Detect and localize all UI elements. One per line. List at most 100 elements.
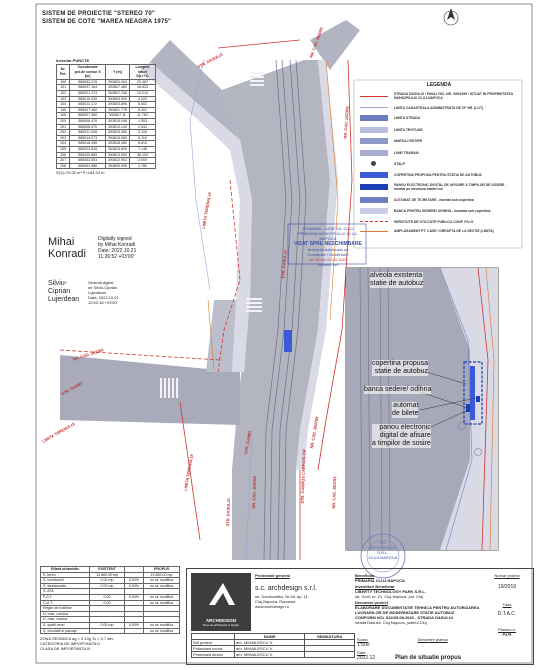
cadastral-line-right bbox=[325, 59, 339, 321]
coord-table-header: Lungimi laturi D(i,i+1) bbox=[128, 64, 157, 80]
leader-banca bbox=[419, 391, 469, 409]
legend-label: LINIE TRAMVAI bbox=[394, 150, 419, 155]
stamp-line: Construire / Desfiintare bbox=[307, 252, 349, 257]
ticket-machine bbox=[476, 396, 480, 402]
limit-line-lower-left bbox=[179, 401, 201, 541]
legend-item: LIMITA CADASTRALA ADMINISTRATA DE CF NR.… bbox=[360, 106, 518, 110]
coord-table-cell: 393819.060 bbox=[104, 129, 130, 136]
coord-table-cell: 13.014 bbox=[128, 90, 157, 97]
stamp-line: PRIMARIA MUNICIPIULUI CLUJ-NAPOCA bbox=[298, 231, 358, 241]
legend-block: LEGENDA STRADA DASULUI / PAVAJ HCL NR. 3… bbox=[360, 82, 518, 239]
coord-table-cell: 393809.995 bbox=[104, 162, 130, 170]
legend-swatch-icon bbox=[360, 149, 388, 156]
annotation-line: de bilete bbox=[392, 410, 419, 417]
coordinate-table-block: Inventar PUNCTE Nr. Pct.Coordonate pct.d… bbox=[55, 58, 157, 176]
legend-label: COPERTINA PROPUSA PENTRU STATIA DE AUTOB… bbox=[394, 172, 482, 177]
left-cross-road bbox=[60, 355, 240, 425]
coordinate-table-footer: S(1)=70.00 m² P=184.04 m bbox=[56, 170, 105, 176]
signature-konradi-details: Digitally signed by Mihai Konradi Date: … bbox=[98, 236, 158, 260]
company-seal-icon bbox=[360, 533, 406, 579]
data-label: Data bbox=[357, 650, 366, 655]
annotation-line: digital de afisare bbox=[379, 432, 431, 439]
beneficiar-value: PRIMARIA CLUJ-NAPOCA bbox=[355, 578, 405, 583]
plansa-label: Plansa nr. bbox=[498, 627, 516, 632]
coord-table-cell: 208 bbox=[55, 162, 71, 170]
faza-label: Faza bbox=[502, 602, 512, 607]
legend-item: STRADA DASULUI / PAVAJ HCL NR. 339/1999 … bbox=[360, 92, 518, 100]
denumire-label: Denumire proiect bbox=[355, 600, 388, 605]
signature-detail: 11:26:52 +03'00' bbox=[98, 254, 135, 260]
role-signature bbox=[304, 651, 355, 658]
coord-table-cell: 393819.089 bbox=[104, 134, 130, 142]
denumire-line: LUCRARILOR DE MODERNIZARE STATIE AUTOBUZ bbox=[355, 610, 455, 615]
coord-table-header: Coordonate pct.de contur X [m] bbox=[69, 64, 106, 80]
legend-item: PANOU ELECTRONIC DIGITAL DE AFISARE A TI… bbox=[360, 183, 518, 191]
coord-table-cell: 393819.149 bbox=[104, 123, 130, 131]
legend-label: STALP bbox=[394, 161, 405, 166]
legend-swatch-icon bbox=[360, 126, 388, 133]
urban-balance-cell: nu se modifica bbox=[143, 627, 180, 635]
proiectant-general-label: Proiectant general bbox=[255, 573, 290, 578]
company-logo: ARCHDESIGN birou de arhitectura si desig… bbox=[191, 573, 251, 631]
legend-item: STALP bbox=[360, 161, 518, 166]
company-address: Cluj-Napoca, Romania bbox=[255, 599, 296, 604]
scara-value: 1:500 bbox=[357, 642, 370, 648]
coord-table-cell: 393813.900 bbox=[104, 151, 130, 159]
seismic-note: CLASA DE IMPORTANTA III bbox=[40, 646, 91, 652]
legend-label: STRADA DASULUI / PAVAJ HCL NR. 339/1999 … bbox=[394, 92, 514, 100]
faza-value: D.T.A.C. bbox=[497, 611, 517, 617]
denumire-line: CONFORM HCL 632/29.08.2020 - STRADA DASU… bbox=[355, 615, 453, 620]
annotation-line: copertina propusa bbox=[372, 360, 429, 367]
north-arrow-icon bbox=[443, 8, 459, 26]
legend-item: AUTOMAT DE TICHETARE - montat sub copert… bbox=[360, 196, 518, 203]
seismic-note: CATEGORIA DE IMPORTANTA D bbox=[40, 641, 101, 647]
scara-label: Scara bbox=[357, 637, 368, 642]
boundary-line-left bbox=[189, 59, 211, 291]
coord-table-cell: 104 bbox=[55, 101, 71, 108]
crosswalk-top bbox=[250, 72, 264, 86]
signature-lujerdean: Silviu- Ciprian Lujerdean bbox=[48, 280, 88, 304]
coordinate-table-title: Inventar PUNCTE bbox=[56, 58, 90, 63]
beneficiary-info: Beneficiar PRIMARIA CLUJ-NAPOCA Investit… bbox=[355, 573, 481, 625]
projection-header: SISTEM DE PROIECTIE "STEREO 70" SISTEM D… bbox=[42, 10, 171, 26]
annotation-line: panou electronic bbox=[379, 424, 431, 431]
inset-limit-line bbox=[477, 267, 489, 551]
seal-line: CLUJ-NAPOCA bbox=[368, 555, 398, 560]
approval-stamp-frame bbox=[287, 223, 367, 265]
coord-table-cell: 393807.489 bbox=[104, 84, 130, 91]
signature-detail: Data: 2022.10.21 bbox=[88, 295, 119, 300]
signature-konradi: Mihai Konradi bbox=[48, 236, 108, 260]
denumire-line: ELABORARE DOCUMENTATIE TEHNICA PENTRU AU… bbox=[355, 605, 480, 610]
right-sidewalk bbox=[296, 60, 338, 470]
tree-symbol-1 bbox=[458, 422, 466, 430]
urban-balance-row: S. circulatii si parcaje nu se modifica bbox=[39, 627, 180, 635]
legend-swatch-icon bbox=[371, 161, 376, 166]
investitor-address: str. Gorii, nr. 21, Cluj-Napoca, jud. Cl… bbox=[355, 594, 424, 599]
stamp-line: Nr. 92 din 03.02.2023 bbox=[308, 257, 348, 262]
urban-balance-cell: S. circulatii si parcaje bbox=[39, 627, 91, 635]
signer-name-part: Silviu- bbox=[48, 280, 68, 287]
crosswalk-mid bbox=[246, 298, 262, 312]
coord-table-cell: 103 bbox=[55, 95, 71, 103]
investitor-label: Investitor/ Beneficiar bbox=[355, 584, 395, 589]
coord-table-cell: 393807.768 bbox=[104, 90, 130, 97]
coord-table-cell: 393815.690 bbox=[104, 145, 130, 153]
stamp-line: Anexa la autorizatia de bbox=[307, 247, 349, 252]
coord-table-cell: 393803.896 bbox=[104, 101, 130, 108]
coord-table-cell: 106 bbox=[55, 112, 71, 119]
coord-table-cell: 585054.986 bbox=[69, 162, 106, 170]
limit-line-top bbox=[217, 39, 301, 49]
signature-detail: Digitally signed bbox=[98, 236, 132, 242]
legend-label: LIMITA TROTUAR bbox=[394, 127, 423, 132]
cadastral-line-left bbox=[207, 299, 215, 371]
tram-line-1 bbox=[263, 59, 287, 561]
coord-table-cell: 1.780 bbox=[128, 162, 157, 170]
